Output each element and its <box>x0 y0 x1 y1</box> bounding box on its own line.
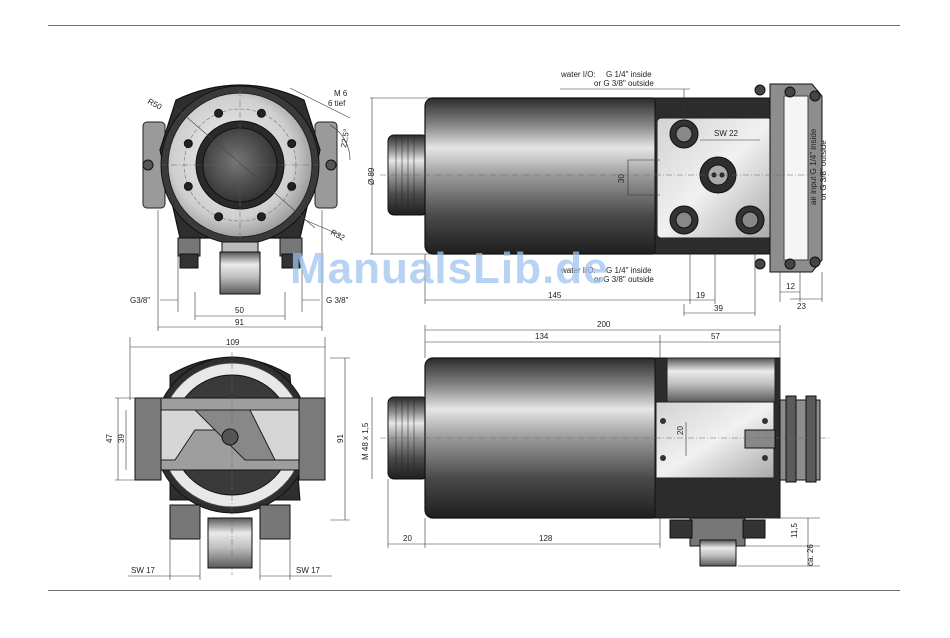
bolt-hole-icon <box>288 182 296 190</box>
screw-icon <box>810 91 820 101</box>
screw-icon <box>755 85 765 95</box>
bottom-connector <box>700 540 736 566</box>
label-sw17-right: SW 17 <box>296 566 321 575</box>
label-dim-23: 23 <box>797 302 806 311</box>
label-dim-91b: 91 <box>336 434 345 443</box>
label-angle: 22,5° <box>339 128 351 148</box>
rear-connector <box>208 518 252 568</box>
label-g38-left: G3/8" <box>130 296 150 305</box>
screw-icon <box>785 87 795 97</box>
label-dim-39: 39 <box>714 304 723 313</box>
bolt-hole-icon <box>257 109 265 117</box>
bolt-hole-icon <box>215 109 223 117</box>
bracket-screw-icon <box>326 160 336 170</box>
label-dim-47: 47 <box>105 434 114 443</box>
label-dim-134: 134 <box>535 332 549 341</box>
label-sw17-left: SW 17 <box>131 566 156 575</box>
label-ca26: ca. 26 <box>806 544 815 566</box>
label-air-outside: or G 3/8" outside <box>819 140 828 200</box>
bracket-slot <box>784 96 808 260</box>
label-air-inside: air input G 1/4" inside <box>809 128 818 205</box>
screw-icon <box>755 259 765 269</box>
label-depth: 6 tief <box>328 99 346 108</box>
label-dim-20: 20 <box>676 426 685 435</box>
label-water-inside: G 1/4" inside <box>606 70 652 79</box>
label-dim-30: 30 <box>617 174 626 183</box>
label-r32: R32 <box>329 228 347 243</box>
label-dim-39b: 39 <box>117 434 126 443</box>
screw-icon <box>785 259 795 269</box>
label-dim-12: 12 <box>786 282 795 291</box>
bolt-hole-icon <box>288 140 296 148</box>
label-g38-right: G 3/8" <box>326 296 349 305</box>
bolt-hole-icon <box>184 140 192 148</box>
front-view-top: R50 M 6 6 tief 22,5° R32 G3/8" G 3/8" 50… <box>130 85 351 331</box>
label-dim-200: 200 <box>597 320 611 329</box>
label-thread: M 48 x 1,5 <box>361 422 370 460</box>
screw-icon <box>810 257 820 267</box>
label-dim-20b: 20 <box>403 534 412 543</box>
label-water-io: water I/O: <box>560 70 596 79</box>
connector-b <box>745 430 775 448</box>
connector <box>220 252 260 294</box>
bracket-leg-left <box>135 398 161 480</box>
fitting-left <box>178 238 200 256</box>
bracket-screw-icon <box>143 160 153 170</box>
rear-view-bottom: 109 47 39 91 SW 17 SW 17 <box>105 337 350 580</box>
hose-left <box>180 254 198 268</box>
label-dim-50: 50 <box>235 306 244 315</box>
label-water-lower-inside: G 1/4" inside <box>606 266 652 275</box>
label-dia89: Ø 89 <box>367 167 376 185</box>
clamp-screw-icon <box>222 429 238 445</box>
label-dim-19: 19 <box>696 291 705 300</box>
top-view-bottom: 200 134 57 20 M 48 x 1,5 20 128 11,5 ca.… <box>361 320 830 566</box>
bolt-hole-icon <box>184 182 192 190</box>
label-dim-109: 109 <box>226 338 240 347</box>
bolt-hole-icon <box>215 213 223 221</box>
label-dim-57: 57 <box>711 332 720 341</box>
top-cap-b <box>667 358 775 402</box>
label-dim-11-5: 11,5 <box>790 522 799 538</box>
label-water-outside: or G 3/8" outside <box>594 79 654 88</box>
label-sw22: SW 22 <box>714 129 739 138</box>
label-r50: R50 <box>146 97 164 112</box>
label-dim-91: 91 <box>235 318 244 327</box>
fitting-right <box>260 505 290 539</box>
fitting-left <box>170 505 200 539</box>
label-dim-128: 128 <box>539 534 553 543</box>
label-m6: M 6 <box>334 89 348 98</box>
connector-nut <box>222 242 258 252</box>
bracket-leg-right <box>299 398 325 480</box>
bolt-hole-icon <box>257 213 265 221</box>
watermark: ManualsLib.de <box>290 244 609 293</box>
